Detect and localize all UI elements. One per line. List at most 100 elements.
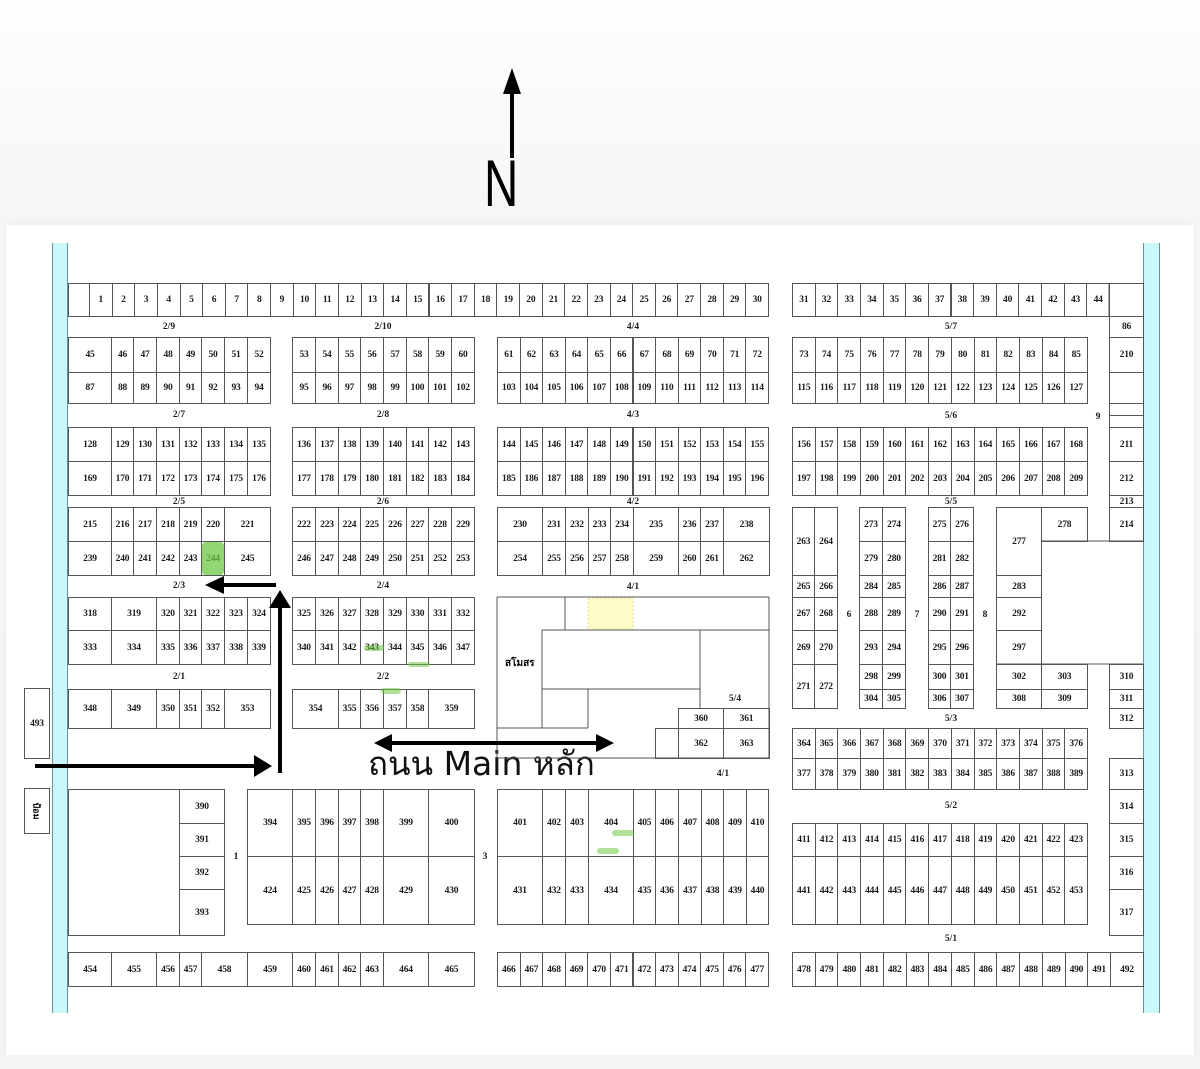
road-label: 4/4: [626, 322, 640, 332]
plot-number: 420: [1001, 835, 1015, 845]
plot-number: 22: [571, 295, 581, 305]
plot-number: 52: [254, 350, 264, 360]
plot-number: 27: [684, 295, 694, 305]
plot-number: 59: [435, 350, 445, 360]
plot-number: 167: [1046, 439, 1061, 450]
plot-number: 249: [365, 553, 379, 564]
plot-number: 346: [433, 642, 447, 653]
plot-number: 134: [229, 439, 243, 450]
plot-number: 297: [1012, 642, 1026, 653]
plot-number: 441: [797, 885, 811, 896]
plot-number: 217: [138, 519, 152, 530]
plot-number: 154: [727, 439, 742, 450]
plot-number: 54: [322, 350, 332, 360]
plot-number: 474: [682, 964, 697, 975]
plot-number: 490: [1069, 964, 1084, 975]
plot-number: 20: [526, 295, 536, 305]
plot-cell: 339: [247, 630, 271, 665]
plot-number: 218: [161, 519, 175, 530]
plot-number: 280: [887, 553, 901, 564]
plot-number: 473: [660, 964, 674, 975]
plot-number: 1: [98, 295, 104, 305]
plot-number: 395: [297, 818, 311, 828]
plot-number: 327: [342, 609, 357, 619]
plot-number: 255: [547, 553, 561, 564]
plot-number: 288: [864, 609, 878, 619]
plot-number: 334: [127, 642, 141, 653]
plot-number: 106: [569, 383, 584, 393]
plot-number: 264: [819, 536, 833, 547]
plot-number: 442: [819, 885, 834, 896]
road-label: 8: [982, 610, 988, 620]
plot-number: 391: [195, 835, 209, 845]
plot-number: 224: [342, 519, 357, 530]
plot-number: 477: [750, 964, 765, 975]
plot-number: 465: [444, 964, 459, 975]
plot-number: 471: [614, 964, 629, 975]
plot-number: 71: [730, 350, 740, 360]
plot-number: 34: [867, 295, 877, 305]
plot-number: 17: [458, 295, 468, 305]
plot-number: 278: [1057, 519, 1072, 530]
plot-cell: 245: [224, 541, 271, 576]
plot-number: 404: [604, 818, 618, 828]
plot-number: 356: [365, 704, 379, 714]
plot-number: 223: [320, 519, 334, 530]
plot-number: 79: [935, 350, 945, 360]
plot-number: 270: [819, 642, 833, 653]
plot-number: 178: [320, 473, 334, 484]
plot-number: 309: [1057, 694, 1072, 704]
plot-number: 67: [639, 350, 649, 360]
road-label: 7: [914, 610, 920, 620]
plot-number: 56: [367, 350, 377, 360]
plot-number: 363: [739, 738, 754, 749]
plot-number: 301: [955, 672, 969, 682]
plot-number: 387: [1023, 769, 1038, 779]
plot-number: 194: [705, 473, 719, 484]
plot-number: 394: [263, 818, 277, 828]
plot-number: 402: [547, 818, 561, 828]
plot-number: 210: [1119, 350, 1134, 360]
plot-number: 461: [320, 964, 334, 975]
plot-number: 66: [617, 350, 627, 360]
plot-number: 96: [322, 383, 332, 393]
plot-number: 326: [320, 609, 334, 619]
plot-number: 457: [183, 964, 198, 975]
plot-number: 274: [887, 519, 901, 530]
plot-cell: 127: [1064, 372, 1088, 404]
plot-number: 9: [279, 295, 285, 305]
plot-number: 354: [308, 704, 323, 714]
plot-number: 407: [683, 818, 697, 828]
plot-number: 238: [739, 519, 754, 530]
plot-number: 344: [388, 642, 402, 653]
plot-number: 94: [254, 383, 264, 393]
road-label: 2/10: [374, 322, 392, 332]
plot-number: 169: [83, 473, 97, 484]
plot-number: 312: [1119, 713, 1134, 724]
plot-number: 489: [1046, 964, 1061, 975]
plot-number: 242: [161, 553, 175, 564]
plot-number: 156: [797, 439, 811, 450]
plot-number: 151: [660, 439, 674, 450]
reserved-area: [587, 597, 634, 631]
plot-number: 11: [322, 295, 332, 305]
plot-number: 13: [367, 295, 377, 305]
plot-number: 285: [887, 581, 901, 592]
plot-number: 152: [682, 439, 697, 450]
road-label: 4/1: [626, 582, 640, 592]
plot-number: 434: [604, 885, 618, 896]
plot-number: 24: [616, 295, 626, 305]
plot-number: 110: [660, 383, 674, 393]
road-label: 4/3: [626, 410, 640, 420]
plot-number: 491: [1092, 964, 1106, 975]
plot-number: 33: [844, 295, 854, 305]
arrow-left-icon: [205, 576, 224, 594]
plot-number: 310: [1119, 672, 1134, 682]
plot-number: 256: [570, 553, 584, 564]
plot-cell: 114: [745, 372, 769, 404]
plot-number: 206: [1001, 473, 1015, 484]
plot-number: 272: [819, 681, 833, 692]
plot-number: 207: [1023, 473, 1038, 484]
plot-number: 237: [705, 519, 719, 530]
